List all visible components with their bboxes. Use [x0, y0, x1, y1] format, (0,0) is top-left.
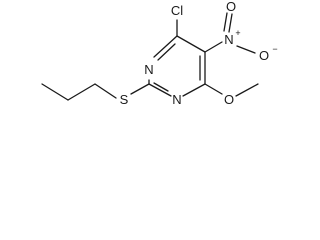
- nitro-nitrogen-label: N: [224, 32, 233, 47]
- nitro-oxygen-single-label: O: [259, 48, 269, 63]
- ring-nitrogen-upper-label: N: [144, 62, 153, 77]
- bond-o-methyl: [235, 83, 259, 97]
- bond-nitro-o-double-b: [223, 12, 228, 32]
- bond-n1-c2-inner: [153, 82, 169, 92]
- nitro-oxygen-double-label: O: [226, 0, 236, 14]
- bond-n1-c2: [148, 83, 172, 97]
- ring-nitrogen-lower-label: N: [172, 92, 181, 107]
- methoxy-oxygen-label: O: [224, 92, 234, 107]
- bond-c6-n1: [182, 83, 206, 97]
- atom-labels: Cl N + O O − N N O S: [120, 0, 278, 107]
- bond-c2-s: [130, 83, 150, 95]
- bond-nitro-o-single: [236, 45, 256, 54]
- bond-c6-o-methoxy: [204, 83, 223, 95]
- bond-c4-c5: [176, 35, 206, 53]
- bond-nitro-o-double-a: [228, 13, 233, 33]
- substituent-bonds: [41, 12, 259, 101]
- bond-s-ch2: [94, 83, 117, 99]
- sulfur-label: S: [120, 92, 129, 107]
- chemical-structure: Cl N + O O − N N O S: [41, 0, 278, 107]
- bond-c5-nitro: [204, 41, 223, 53]
- bond-n3-c4-inner: [157, 43, 176, 61]
- bond-ch2-ch3: [41, 83, 69, 101]
- nitro-oxygen-charge-label: −: [272, 44, 277, 54]
- pyrimidine-ring: [148, 35, 206, 97]
- chlorine-label: Cl: [171, 3, 183, 18]
- bond-ch2-ch2: [67, 83, 96, 101]
- bond-n3-c4: [153, 35, 178, 58]
- nitro-charge-label: +: [235, 28, 240, 38]
